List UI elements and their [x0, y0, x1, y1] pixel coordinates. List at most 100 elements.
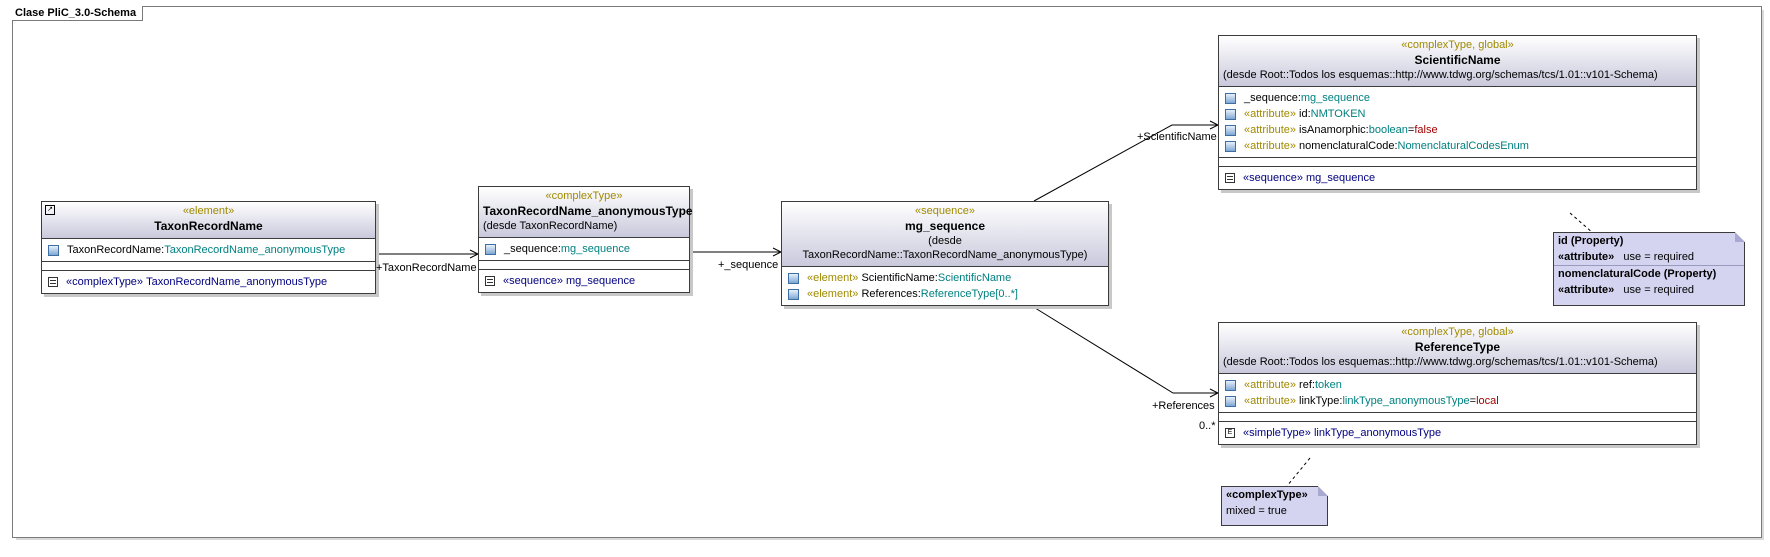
- class-name: ReferenceType: [1414, 340, 1501, 354]
- attribute-row[interactable]: _sequence: mg_sequence: [479, 241, 689, 257]
- attribute-row[interactable]: «attribute» linkType:linkType_anonymousT…: [1219, 393, 1696, 409]
- attributes-compartment: _sequence:mg_sequence «attribute» id:NMT…: [1219, 87, 1696, 158]
- nested-stereotype: «complexType»: [66, 276, 144, 288]
- note-fold: [1735, 232, 1745, 242]
- attribute-stereotype: «attribute»: [1244, 124, 1296, 136]
- class-name: TaxonRecordName_anonymousType: [483, 204, 693, 218]
- note-text: use = required: [1623, 284, 1695, 296]
- note-anchor-properties: [1569, 212, 1594, 234]
- attribute-stereotype: «attribute»: [1244, 140, 1296, 152]
- attribute-icon: [788, 288, 799, 300]
- link-label-scientificname: +ScientificName: [1137, 131, 1217, 143]
- stereotype-label: «complexType, global»: [1401, 39, 1514, 51]
- attribute-row[interactable]: «attribute» nomenclaturalCode:Nomenclatu…: [1219, 138, 1696, 154]
- attribute-name: _sequence:: [504, 243, 561, 255]
- class-header: «complexType» TaxonRecordName_anonymousT…: [479, 187, 693, 238]
- operations-compartment: [479, 261, 689, 270]
- note-title: id (Property): [1558, 235, 1624, 247]
- attribute-name: nomenclaturalCode:: [1299, 140, 1398, 152]
- nested-name: TaxonRecordName_anonymousType: [146, 276, 328, 288]
- nested-name: mg_sequence: [1306, 172, 1376, 184]
- nested-row[interactable]: E «simpleType» linkType_anonymousType: [1219, 425, 1696, 441]
- attribute-default: false: [1414, 124, 1438, 136]
- nested-type-icon: [485, 276, 495, 286]
- attribute-row[interactable]: _sequence:mg_sequence: [1219, 90, 1696, 106]
- note-text: use = required: [1623, 251, 1695, 263]
- attribute-icon: [1225, 124, 1236, 136]
- attribute-type: TaxonRecordName_anonymousType: [164, 244, 346, 256]
- link-label-references: +References: [1152, 400, 1215, 412]
- note-line: «attribute» use = required: [1554, 249, 1744, 265]
- attribute-row[interactable]: TaxonRecordName: TaxonRecordName_anonymo…: [42, 242, 375, 258]
- attribute-icon: [1225, 140, 1236, 152]
- diagram-title: Clase PliC_3.0-Schema: [12, 6, 144, 21]
- attribute-equals: =: [1407, 124, 1415, 136]
- note-title: «complexType»: [1226, 489, 1308, 501]
- nested-compartment: E «simpleType» linkType_anonymousType: [1219, 422, 1696, 444]
- attribute-type: linkType_anonymousType: [1342, 395, 1470, 407]
- class-taxonrecordname[interactable]: ↗ «element» TaxonRecordName TaxonRecordN…: [41, 201, 376, 294]
- attribute-stereotype: «attribute»: [1244, 379, 1296, 391]
- attribute-icon: [485, 243, 496, 255]
- nested-stereotype: «simpleType»: [1243, 427, 1311, 439]
- link-multiplicity-references: 0..*: [1199, 420, 1216, 432]
- attribute-row[interactable]: «attribute» id:NMTOKEN: [1219, 106, 1696, 122]
- nested-row[interactable]: «sequence» mg_sequence: [479, 273, 689, 289]
- attribute-row[interactable]: «element» ScientificName:ScientificName: [782, 270, 1108, 286]
- nested-row[interactable]: «sequence» mg_sequence: [1219, 170, 1696, 186]
- attribute-type: NomenclaturalCodesEnum: [1397, 140, 1529, 152]
- stereotype-label: «complexType, global»: [1401, 326, 1514, 338]
- class-header: ↗ «element» TaxonRecordName: [42, 202, 375, 239]
- attribute-row[interactable]: «attribute» isAnamorphic:boolean=false: [1219, 122, 1696, 138]
- attribute-type: token: [1314, 379, 1342, 391]
- class-scientificname[interactable]: «complexType, global» ScientificName (de…: [1218, 35, 1697, 190]
- attribute-type: mg_sequence: [560, 243, 630, 255]
- nested-type-icon: [48, 277, 58, 287]
- link-references: [1026, 302, 1218, 394]
- attribute-stereotype: «element»: [807, 272, 859, 284]
- note-text: mixed = true: [1226, 505, 1287, 517]
- note-stereotype: «attribute»: [1558, 284, 1615, 296]
- attribute-name: ScientificName:: [861, 272, 938, 284]
- nested-row[interactable]: «complexType» TaxonRecordName_anonymousT…: [42, 274, 375, 290]
- attribute-equals: =: [1469, 395, 1477, 407]
- class-referencetype[interactable]: «complexType, global» ReferenceType (des…: [1218, 322, 1697, 445]
- attribute-name: isAnamorphic:: [1299, 124, 1369, 136]
- class-header: «sequence» mg_sequence (desde TaxonRecor…: [782, 202, 1108, 267]
- note-complextype[interactable]: «complexType» mixed = true: [1221, 486, 1328, 526]
- class-anonymoustype[interactable]: «complexType» TaxonRecordName_anonymousT…: [478, 186, 693, 293]
- nested-compartment: «complexType» TaxonRecordName_anonymousT…: [42, 271, 375, 293]
- attribute-name: ref:: [1299, 379, 1315, 391]
- nested-name: linkType_anonymousType: [1313, 427, 1442, 439]
- class-origin: (desde Root::Todos los esquemas::http://…: [1223, 69, 1658, 81]
- note-stereotype: «attribute»: [1558, 251, 1615, 263]
- attribute-type: NMTOKEN: [1310, 108, 1366, 120]
- note-properties[interactable]: id (Property) «attribute» use = required…: [1553, 232, 1745, 306]
- enum-icon: E: [1225, 428, 1235, 438]
- attribute-name: References:: [861, 288, 921, 300]
- attribute-row[interactable]: «attribute» ref:token: [1219, 377, 1696, 393]
- element-link-icon: ↗: [45, 205, 55, 215]
- attribute-icon: [1225, 379, 1236, 391]
- attribute-icon: [788, 272, 799, 284]
- attribute-multiplicity: [0..*]: [995, 288, 1018, 300]
- attribute-name: _sequence:: [1244, 92, 1301, 104]
- attribute-row[interactable]: «element» References:ReferenceType[0..*]: [782, 286, 1108, 302]
- class-header: «complexType, global» ReferenceType (des…: [1219, 323, 1696, 374]
- nested-stereotype: «sequence»: [1243, 172, 1303, 184]
- attribute-icon: [1225, 108, 1236, 120]
- class-mg-sequence[interactable]: «sequence» mg_sequence (desde TaxonRecor…: [781, 201, 1109, 306]
- attribute-name: TaxonRecordName:: [67, 244, 165, 256]
- attributes-compartment: _sequence: mg_sequence: [479, 238, 689, 261]
- class-origin: (desde Root::Todos los esquemas::http://…: [1223, 356, 1658, 368]
- note-anchor-complex: [1286, 457, 1311, 487]
- link-scientificname: [1033, 124, 1218, 202]
- link-label-sequence: +_sequence: [718, 259, 779, 271]
- attributes-compartment: «element» ScientificName:ScientificName …: [782, 267, 1108, 305]
- nested-stereotype: «sequence»: [503, 275, 563, 287]
- attributes-compartment: TaxonRecordName: TaxonRecordName_anonymo…: [42, 239, 375, 262]
- class-name: ScientificName: [1414, 53, 1501, 67]
- stereotype-label: «element»: [182, 205, 235, 217]
- note-title: nomenclaturalCode (Property): [1554, 265, 1744, 282]
